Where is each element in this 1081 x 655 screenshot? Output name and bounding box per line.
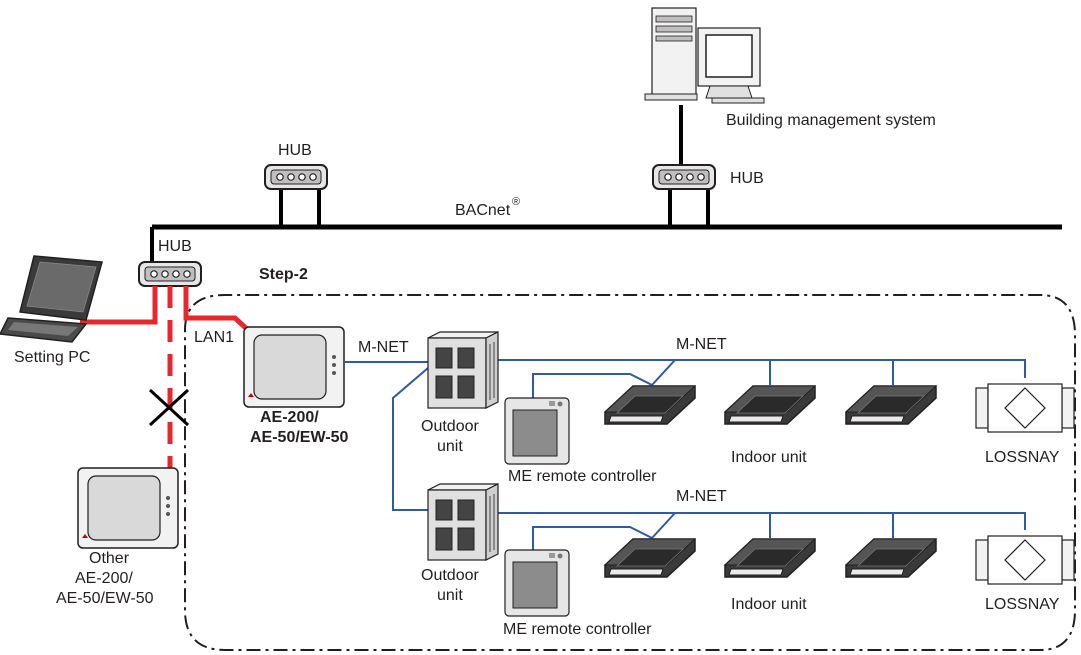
mnet-label-lower: M-NET bbox=[676, 488, 727, 505]
step-2-label: Step-2 bbox=[259, 266, 308, 283]
hub-label-right: HUB bbox=[730, 170, 764, 187]
outdoor-label-upper-line1: Outdoor bbox=[421, 418, 479, 435]
lossnay-label-lower: LOSSNAY bbox=[985, 596, 1060, 613]
other-controller-line2: AE-200/ bbox=[75, 570, 133, 587]
remote-controller-icon bbox=[504, 549, 570, 617]
indoor-unit-icon bbox=[845, 385, 937, 425]
hub-label-lower: HUB bbox=[158, 238, 192, 255]
lan1-label: LAN1 bbox=[194, 329, 234, 346]
indoor-unit-icon bbox=[845, 538, 937, 578]
mnet-wiring bbox=[344, 359, 1026, 552]
prohibited-x-icon bbox=[148, 388, 190, 427]
hub-label-left: HUB bbox=[278, 142, 312, 159]
me-remote-label-upper: ME remote controller bbox=[508, 468, 657, 485]
outdoor-label-upper-line2: unit bbox=[437, 438, 463, 455]
indoor-unit-icon bbox=[604, 385, 696, 425]
lan1-connection bbox=[183, 286, 250, 332]
laptop-icon bbox=[0, 255, 103, 343]
other-controller-line1: Other bbox=[89, 550, 130, 567]
indoor-unit-icon bbox=[604, 538, 696, 578]
other-controller-line3: AE-50/EW-50 bbox=[56, 590, 154, 607]
hub-icon bbox=[652, 164, 716, 190]
indoor-unit-icon bbox=[724, 538, 816, 578]
hub-icon bbox=[264, 164, 328, 190]
outdoor-label-lower-line1: Outdoor bbox=[421, 567, 479, 584]
outdoor-unit-icon bbox=[427, 483, 499, 561]
mnet-label-controller: M-NET bbox=[358, 339, 409, 356]
bacnet-label: BACnet bbox=[455, 202, 511, 219]
touch-panel-icon bbox=[77, 467, 179, 549]
outdoor-label-lower-line2: unit bbox=[437, 587, 463, 604]
remote-controller-icon bbox=[504, 397, 570, 465]
bms-label: Building management system bbox=[726, 112, 936, 129]
mnet-label-upper: M-NET bbox=[676, 336, 727, 353]
lossnay-icon bbox=[975, 535, 1075, 585]
indoor-unit-icon bbox=[724, 385, 816, 425]
lossnay-label-upper: LOSSNAY bbox=[985, 449, 1060, 466]
controller-label-line1: AE-200/ bbox=[260, 409, 319, 426]
lan-to-setting-pc bbox=[80, 286, 158, 325]
computer-icon bbox=[644, 7, 765, 104]
indoor-unit-label-lower: Indoor unit bbox=[731, 596, 807, 613]
lossnay-icon bbox=[975, 383, 1075, 433]
setting-pc-label: Setting PC bbox=[14, 349, 90, 366]
outdoor-unit-icon bbox=[427, 331, 499, 409]
bacnet-registered-mark: ® bbox=[512, 196, 520, 208]
step-2-boundary bbox=[184, 294, 1076, 651]
indoor-unit-label-upper: Indoor unit bbox=[731, 449, 807, 466]
touch-panel-icon bbox=[243, 326, 345, 408]
hub-icon bbox=[138, 261, 202, 287]
controller-label-line2: AE-50/EW-50 bbox=[250, 429, 348, 446]
me-remote-label-lower: ME remote controller bbox=[503, 621, 652, 638]
